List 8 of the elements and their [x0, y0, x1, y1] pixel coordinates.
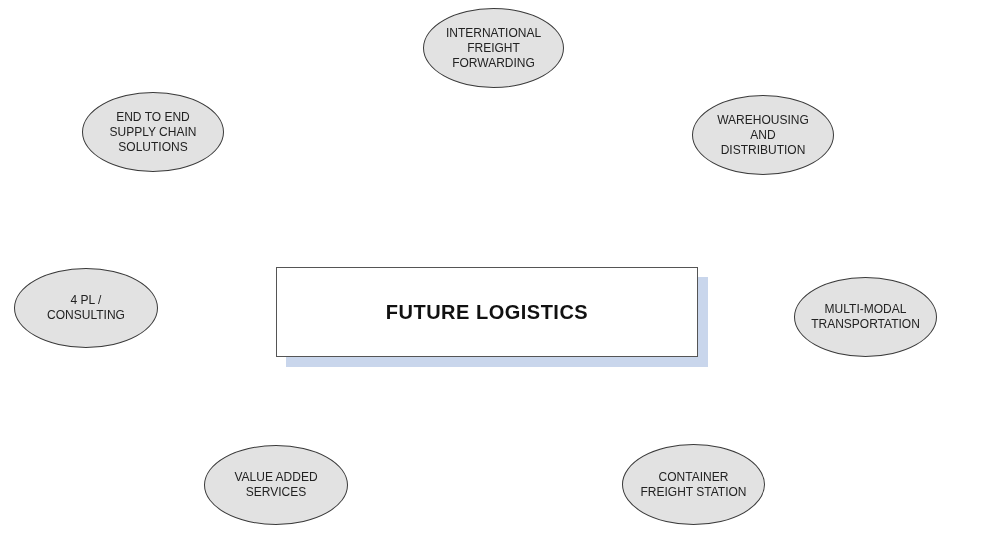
service-label: CONTAINER FREIGHT STATION — [639, 469, 748, 500]
service-label: WAREHOUSING AND DISTRIBUTION — [716, 112, 810, 158]
service-label: VALUE ADDED SERVICES — [233, 470, 319, 500]
title-text: FUTURE LOGISTICS — [385, 300, 589, 324]
service-label: 4 PL / CONSULTING — [46, 293, 126, 323]
service-label: MULTI-MODAL TRANSPORTATION — [810, 302, 921, 332]
service-label: INTERNATIONAL FREIGHT FORWARDING — [444, 25, 543, 71]
service-label: END TO END SUPPLY CHAIN SOLUTIONS — [108, 109, 198, 155]
